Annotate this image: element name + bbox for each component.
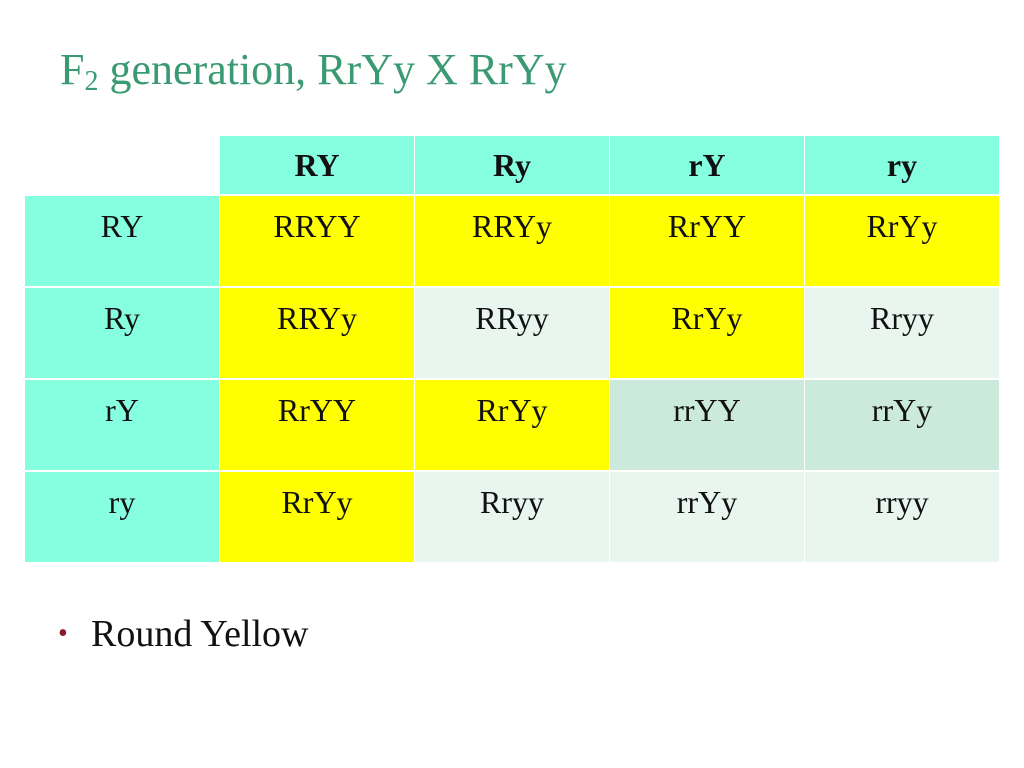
bullet-text: Round Yellow <box>91 613 309 655</box>
row-header: ry <box>25 472 219 562</box>
genotype-cell: rrYY <box>610 380 804 470</box>
punnett-square: RY Ry rY ry RY RRYY RRYy RrYY RrYy Ry RR… <box>25 136 999 562</box>
genotype-cell: RrYY <box>610 196 804 286</box>
genotype-cell: RRYy <box>220 288 414 378</box>
row-header: RY <box>25 196 219 286</box>
genotype-cell: Rryy <box>805 288 999 378</box>
genotype-cell: RRYY <box>220 196 414 286</box>
genotype-cell: rrYy <box>610 472 804 562</box>
genotype-cell: RRYy <box>415 196 609 286</box>
column-header: Ry <box>415 136 609 194</box>
genotype-cell: RrYy <box>610 288 804 378</box>
corner-cell <box>25 136 219 194</box>
slide-title: F2 generation, RrYy X RrYy <box>60 40 567 100</box>
column-header: rY <box>610 136 804 194</box>
title-rest: generation, RrYy X RrYy <box>98 45 567 94</box>
genotype-cell: RrYy <box>220 472 414 562</box>
genotype-cell: RRyy <box>415 288 609 378</box>
title-prefix: F <box>60 45 85 94</box>
column-header: RY <box>220 136 414 194</box>
genotype-cell: rryy <box>805 472 999 562</box>
bullet-item: • Round Yellow <box>58 612 309 656</box>
bullet-list: • Round Yellow <box>58 612 309 656</box>
row-header: Ry <box>25 288 219 378</box>
genotype-cell: Rryy <box>415 472 609 562</box>
bullet-dot-icon: • <box>58 618 68 649</box>
genotype-cell: RrYY <box>220 380 414 470</box>
title-subscript: 2 <box>84 66 99 97</box>
genotype-cell: RrYy <box>415 380 609 470</box>
genotype-cell: RrYy <box>805 196 999 286</box>
genotype-cell: rrYy <box>805 380 999 470</box>
row-header: rY <box>25 380 219 470</box>
column-header: ry <box>805 136 999 194</box>
